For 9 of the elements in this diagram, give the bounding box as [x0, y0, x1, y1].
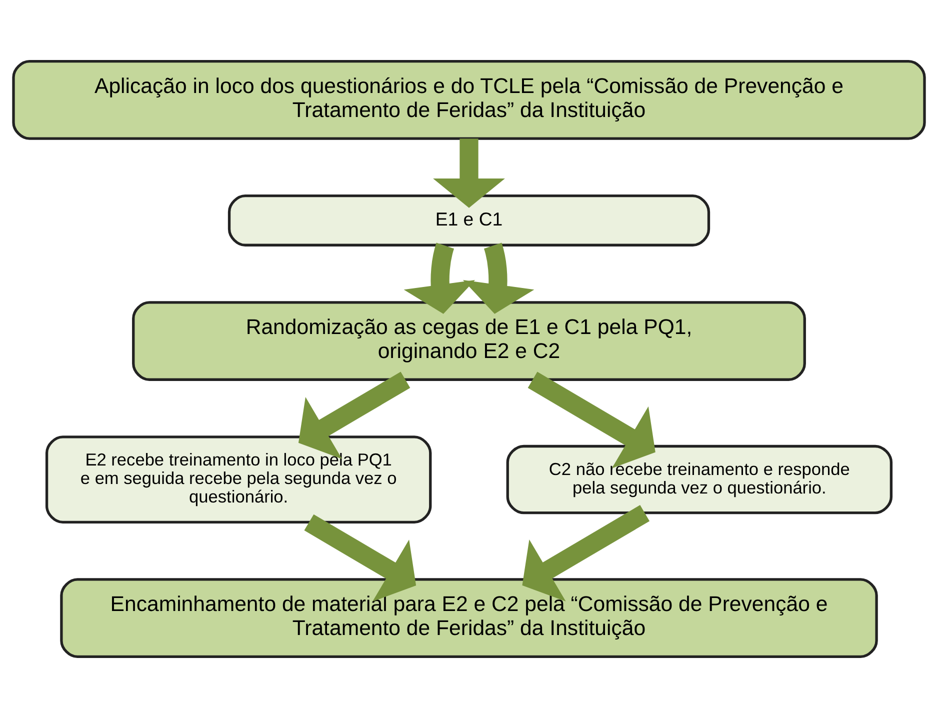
node-box: Encaminhamento de material para E2 e C2 pela “Comissão de Prevenção e Tratamento de Feridas” da Instituição — [60, 578, 878, 658]
node-box: C2 não recebe treinamento e responde pela segunda vez o questionário. — [506, 444, 893, 514]
node-box: E1 e C1 — [228, 194, 710, 246]
arrow — [528, 371, 656, 468]
arrow — [433, 138, 505, 208]
arrow — [298, 371, 410, 458]
node-box: Aplicação in loco dos questionários e do TCLE pela “Comissão de Prevenção e Tratamento de Feridas” da Instituição — [12, 60, 926, 140]
node-box: Randomização as cegas de E1 e C1 pela PQ1, originando E2 e C2 — [132, 300, 806, 380]
node-box: E2 recebe treinamento in loco pela PQ1 e em seguida recebe pela segunda vez o questionário. — [45, 435, 432, 523]
